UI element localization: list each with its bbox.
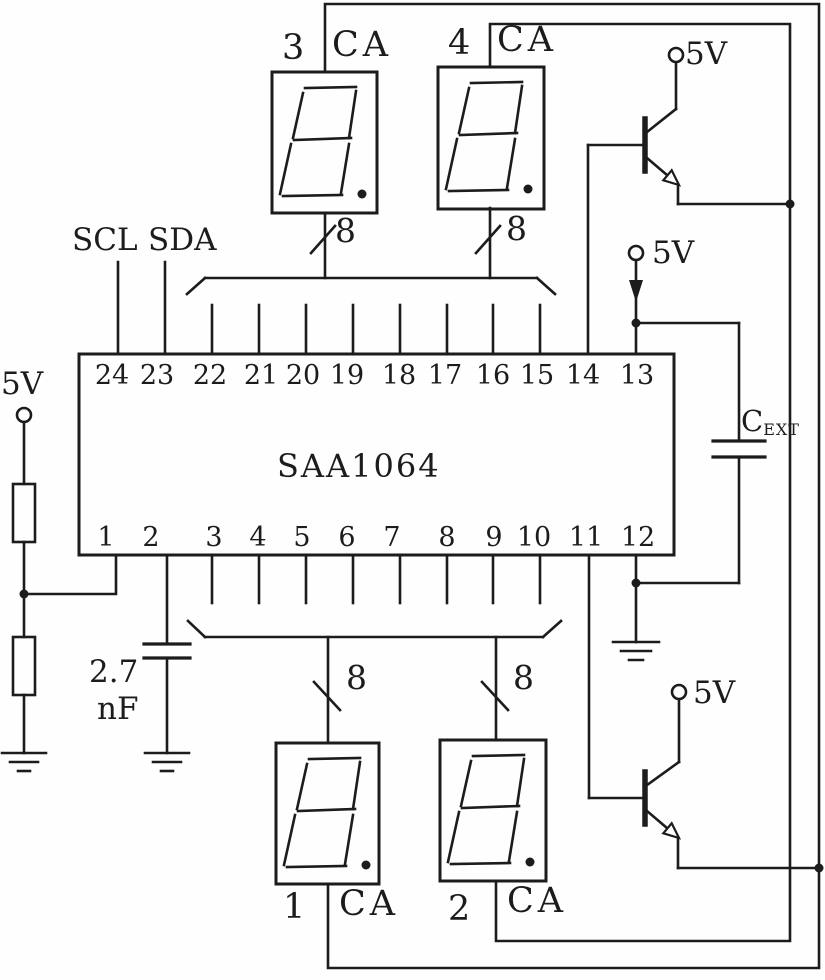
display-1-ca: CA [339, 884, 400, 924]
display-3-digit: 3 [282, 28, 305, 68]
display-2-ca: CA [507, 881, 568, 921]
pin-number-9: 9 [485, 522, 503, 553]
pin-number-13: 13 [619, 360, 655, 391]
display-1-digit: 1 [283, 887, 306, 927]
v5-resistor-divider [0, 406, 118, 773]
bus-width-slash [312, 680, 342, 712]
pin-number-6: 6 [338, 522, 356, 553]
ic-name: SAA1064 [277, 447, 441, 485]
top-transistor [586, 46, 792, 356]
display-1 [274, 741, 381, 886]
resistor [11, 482, 37, 544]
display-3 [270, 70, 379, 215]
pin-number-17: 17 [427, 360, 463, 391]
emitter-arrow [661, 821, 682, 840]
pin-number-21: 21 [243, 360, 279, 391]
display-4-digit: 4 [448, 23, 471, 63]
top-segment-bus [185, 206, 557, 296]
pin-number-5: 5 [293, 522, 311, 553]
pin-number-4: 4 [249, 522, 267, 553]
ground-symbol [611, 640, 661, 662]
supply-5v-label-mid-right: 5V [652, 235, 695, 271]
bus-width-slash [480, 680, 510, 712]
pin12-ground [611, 553, 661, 662]
osc-capacitor-branch [142, 553, 192, 773]
bottom-segment-bus [186, 619, 563, 745]
sda-label: SDA [148, 222, 217, 258]
pin-number-24: 24 [94, 360, 130, 391]
osc-cap-value: 2.7 [89, 654, 139, 690]
pin-number-10: 10 [516, 522, 552, 553]
bottom-transistor [587, 553, 821, 870]
osc-cap-unit: nF [97, 691, 139, 727]
ground-symbol [0, 751, 48, 773]
pin-number-7: 7 [383, 522, 401, 553]
display-2-digit: 2 [448, 889, 471, 929]
bus-width-label-d1: 8 [346, 658, 367, 697]
scl-label: SCL [72, 222, 138, 258]
display-3-ca: CA [332, 25, 393, 65]
resistor [11, 635, 37, 697]
bus-width-slash [474, 224, 502, 255]
cext-capacitor [634, 321, 767, 585]
net-display1-3-common [323, 2, 824, 970]
supply-terminal [667, 46, 685, 64]
supply-5v-label-left: 5V [1, 366, 44, 402]
supply-terminal [15, 406, 33, 424]
emitter-arrow [661, 168, 682, 187]
pin-number-12: 12 [620, 522, 656, 553]
supply-terminal [670, 683, 688, 701]
display-4-ca: CA [497, 20, 558, 60]
pin-number-11: 11 [568, 522, 604, 553]
pin-number-14: 14 [565, 360, 601, 391]
pin-number-19: 19 [329, 360, 365, 391]
cext-symbol: C [741, 404, 764, 438]
cext-label: CEXT [741, 404, 800, 439]
bus-width-slash [309, 224, 337, 255]
ic-outline [77, 352, 676, 557]
ground-symbol [143, 751, 191, 773]
pin1-wire [22, 553, 118, 596]
pin-number-23: 23 [139, 360, 175, 391]
bus-width-label-d4: 8 [506, 209, 527, 248]
bus-width-label-d2: 8 [513, 658, 534, 697]
cext-subscript: EXT [763, 420, 800, 439]
supply-5v-label-bottom-right: 5V [693, 675, 736, 711]
ic-top-pin-stubs [210, 303, 542, 356]
current-arrow [629, 280, 643, 302]
pin-number-3: 3 [205, 522, 223, 553]
pin-number-2: 2 [142, 522, 160, 553]
ic-bottom-pin-stubs [210, 553, 542, 605]
pin-number-8: 8 [438, 522, 456, 553]
pin13-supply-branch [627, 244, 741, 356]
pin-number-20: 20 [285, 360, 321, 391]
pin-number-22: 22 [192, 360, 228, 391]
supply-terminal [627, 244, 645, 262]
bus-width-label-d3: 8 [335, 211, 356, 250]
pin-number-1: 1 [97, 522, 115, 553]
display-4 [436, 65, 546, 211]
pin-number-16: 16 [475, 360, 511, 391]
supply-5v-label-top-right: 5V [685, 36, 728, 72]
display-2 [438, 738, 548, 883]
pin-number-18: 18 [381, 360, 417, 391]
pin-number-15: 15 [519, 360, 555, 391]
